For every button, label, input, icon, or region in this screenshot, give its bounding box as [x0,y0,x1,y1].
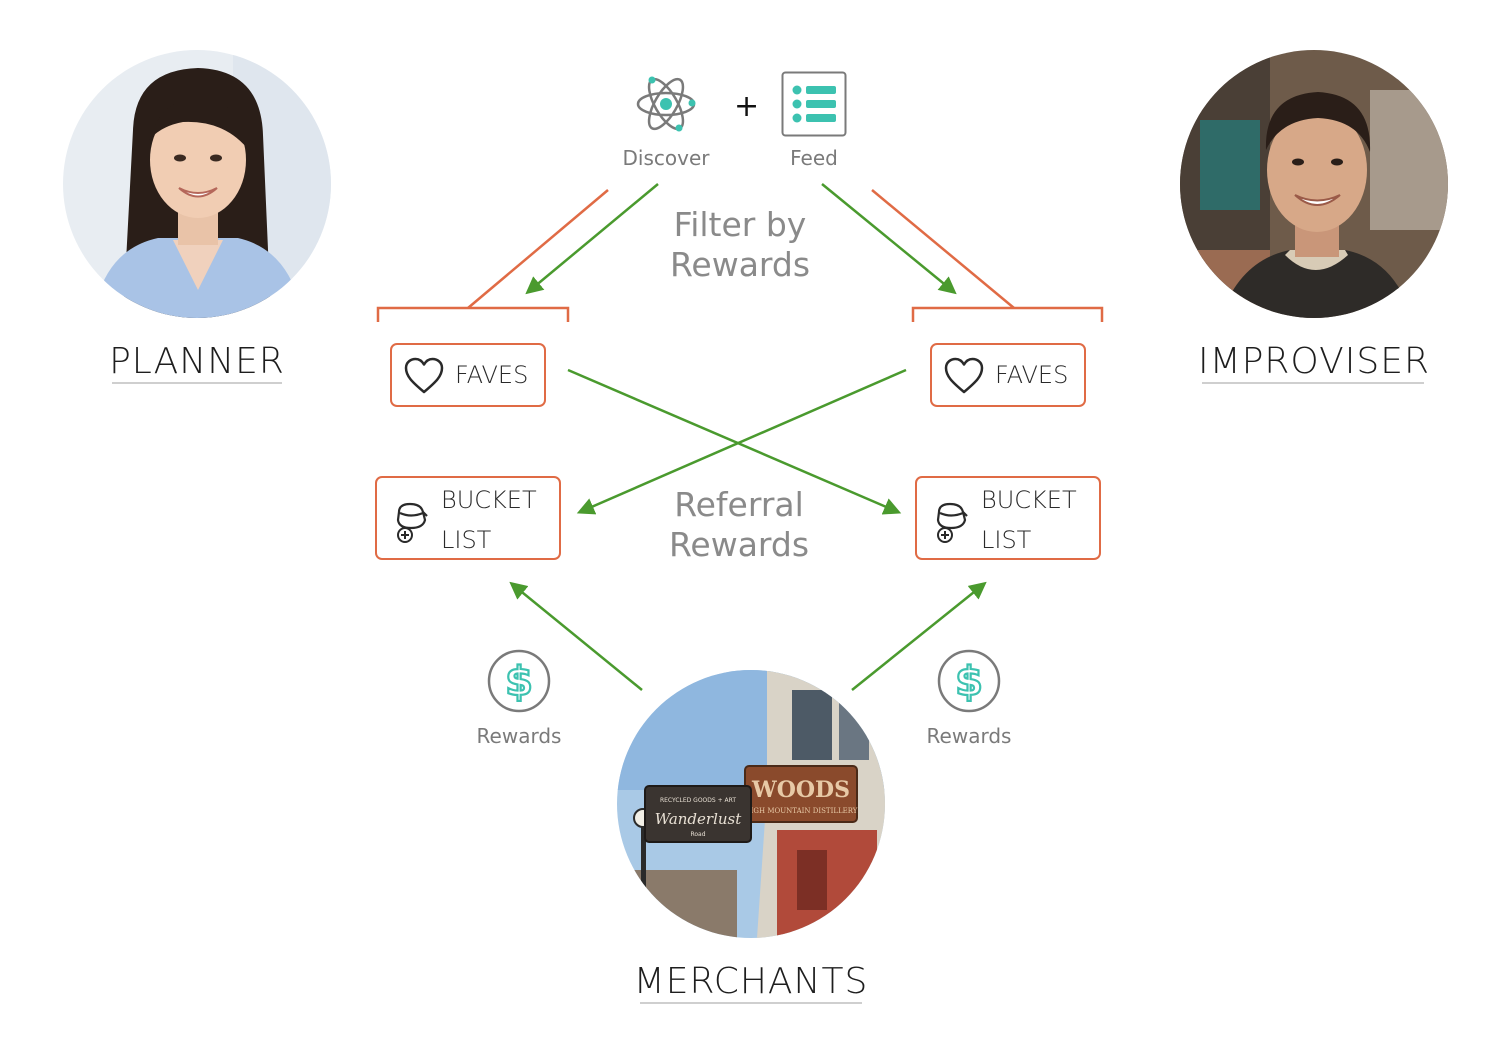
orange-line-right [871,189,1015,309]
green-arrow-merchant-left [509,581,643,691]
right-bucket-label-line1: BUCKET [981,486,1077,514]
green-arrow-cross-right-to-left [576,368,907,515]
svg-text:HIGH MOUNTAIN DISTILLERY: HIGH MOUNTAIN DISTILLERY [745,807,858,815]
feed-label: Feed [790,146,838,170]
green-arrow-cross-left-to-right [567,368,902,515]
dollar-icon: $ [486,648,552,714]
heart-icon [404,357,444,395]
right-bucket-list-box[interactable]: BUCKET LIST [915,476,1101,560]
improviser-label: IMPROVISER [1198,341,1430,382]
svg-text:RECYCLED GOODS + ART: RECYCLED GOODS + ART [660,797,736,804]
svg-text:WOODS: WOODS [751,777,850,803]
filter-line-1: Filter by [673,205,807,244]
merchants-photo: WOODS HIGH MOUNTAIN DISTILLERY RECYCLED … [617,670,885,938]
svg-text:$: $ [505,659,533,705]
merchants-underline [640,1002,862,1004]
right-rewards-label: Rewards [926,724,1012,748]
svg-text:Road: Road [690,831,705,838]
feed-icon [781,71,847,137]
svg-text:Wanderlust: Wanderlust [655,810,743,828]
left-rewards-label: Rewards [476,724,562,748]
left-bracket [376,306,570,322]
left-bucket-label-line1: BUCKET [441,486,537,514]
discover-icon [634,72,698,136]
right-bucket-label-line2: LIST [981,526,1032,554]
dollar-icon: $ [936,648,1002,714]
left-faves-box[interactable]: FAVES [390,343,546,407]
filter-by-rewards-text: Filter by Rewards [640,205,840,285]
bucket-add-icon [393,500,429,544]
right-faves-label: FAVES [995,361,1069,389]
bucket-add-icon [933,500,969,544]
referral-line-1: Referral [674,485,804,524]
referral-rewards-text: Referral Rewards [639,485,839,565]
improviser-avatar [1180,50,1448,318]
filter-line-2: Rewards [669,245,811,284]
orange-line-left [467,189,609,309]
right-bracket [911,306,1104,322]
green-arrow-discover [525,183,659,295]
planner-label: PLANNER [109,341,285,382]
heart-icon [944,357,984,395]
planner-underline [112,382,282,384]
right-faves-box[interactable]: FAVES [930,343,1086,407]
planner-avatar [63,50,331,318]
left-faves-label: FAVES [455,361,529,389]
referral-line-2: Rewards [668,525,810,564]
merchants-label: MERCHANTS [633,961,869,1002]
left-bucket-list-box[interactable]: BUCKET LIST [375,476,561,560]
green-arrow-feed [821,183,957,295]
svg-text:$: $ [955,659,983,705]
improviser-underline [1202,382,1424,384]
discover-label: Discover [622,146,710,170]
left-bucket-label-line2: LIST [441,526,492,554]
plus-sign: + [734,89,760,124]
green-arrow-merchant-right [851,581,987,691]
